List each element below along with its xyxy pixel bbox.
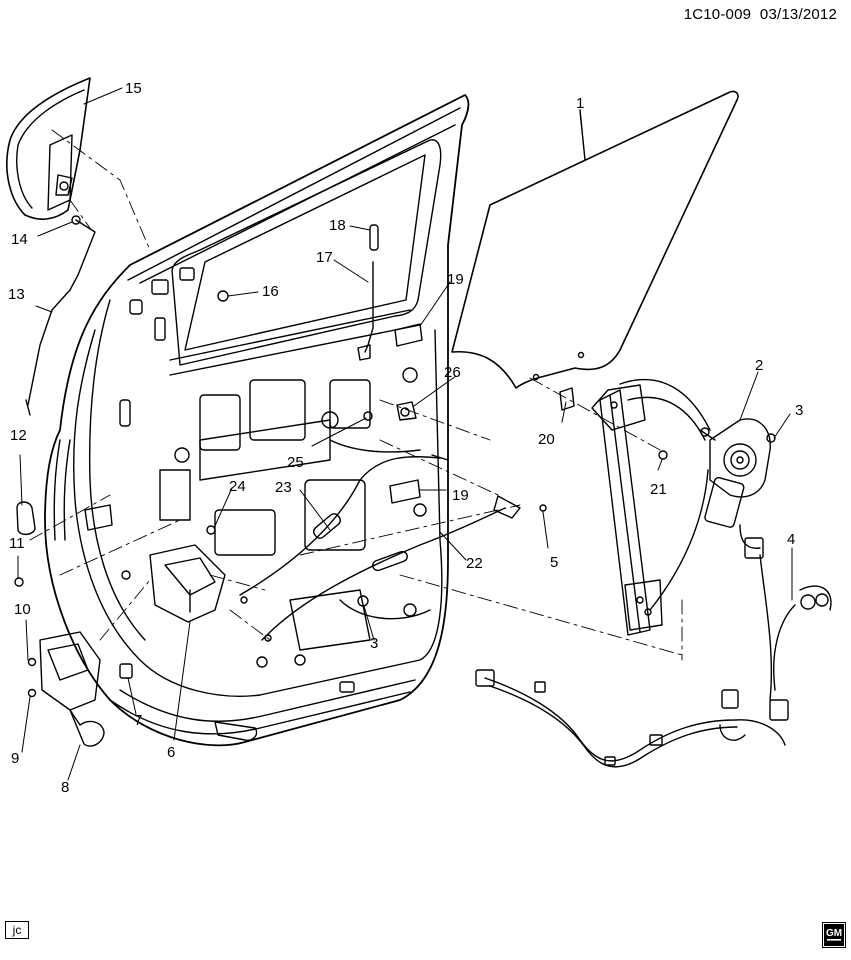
callout-24: 24	[229, 478, 246, 495]
part-15-mirror	[6, 77, 91, 220]
callout-18: 18	[329, 217, 346, 234]
callout-5: 5	[550, 554, 559, 571]
callout-17: 17	[316, 249, 333, 266]
footer-tag: jc	[5, 921, 29, 939]
callout-8: 8	[61, 779, 70, 796]
reference-lines	[29, 129, 683, 661]
diagram-code: 1C10-009	[683, 6, 752, 23]
callout-11: 11	[9, 535, 25, 552]
callout-6: 6	[167, 744, 176, 761]
callout-16: 16	[262, 283, 279, 300]
part-2-window-motor	[699, 418, 771, 559]
callout-10: 10	[14, 601, 31, 618]
fasteners	[14, 290, 776, 607]
part-17-18-lock-rod	[357, 224, 379, 361]
callout-21: 21	[650, 481, 667, 498]
callout-2: 2	[755, 357, 764, 374]
part-6-latch-cover	[149, 544, 226, 623]
part-26-bracket	[396, 401, 417, 421]
callout-9: 9	[11, 750, 20, 767]
callout-22: 22	[466, 555, 483, 572]
diagram-header: 1C10-009 03/13/2012	[684, 6, 837, 23]
svg-text:GM: GM	[826, 928, 842, 939]
part-1-window-glass	[451, 90, 739, 389]
part-12-handle	[16, 501, 36, 535]
window-regulator	[591, 378, 711, 636]
callout-3: 3	[795, 402, 804, 419]
callout-25: 25	[287, 454, 304, 471]
door-inner-panel	[44, 94, 470, 747]
callout-1: 1	[576, 95, 585, 112]
callout-13: 13	[8, 286, 25, 303]
callout-19: 19	[447, 271, 464, 288]
callout-19b: 19	[452, 487, 469, 504]
diagram-date: 03/13/2012	[759, 6, 837, 23]
part-latch	[27, 631, 133, 747]
callout-15: 15	[125, 80, 142, 97]
callout-4: 4	[787, 531, 796, 548]
callout-14: 14	[11, 231, 28, 248]
callout-12: 12	[10, 427, 27, 444]
part-13-rod	[25, 215, 96, 416]
callout-3b: 3	[370, 635, 379, 652]
callout-20: 20	[538, 431, 555, 448]
part-4-wiring-harness	[475, 554, 832, 768]
callout-7: 7	[134, 712, 143, 729]
part-19-pads	[389, 323, 423, 504]
leader-lines	[17, 87, 793, 781]
gm-logo-icon: GM	[822, 922, 846, 948]
callout-23: 23	[275, 479, 292, 496]
callout-26: 26	[444, 364, 461, 381]
